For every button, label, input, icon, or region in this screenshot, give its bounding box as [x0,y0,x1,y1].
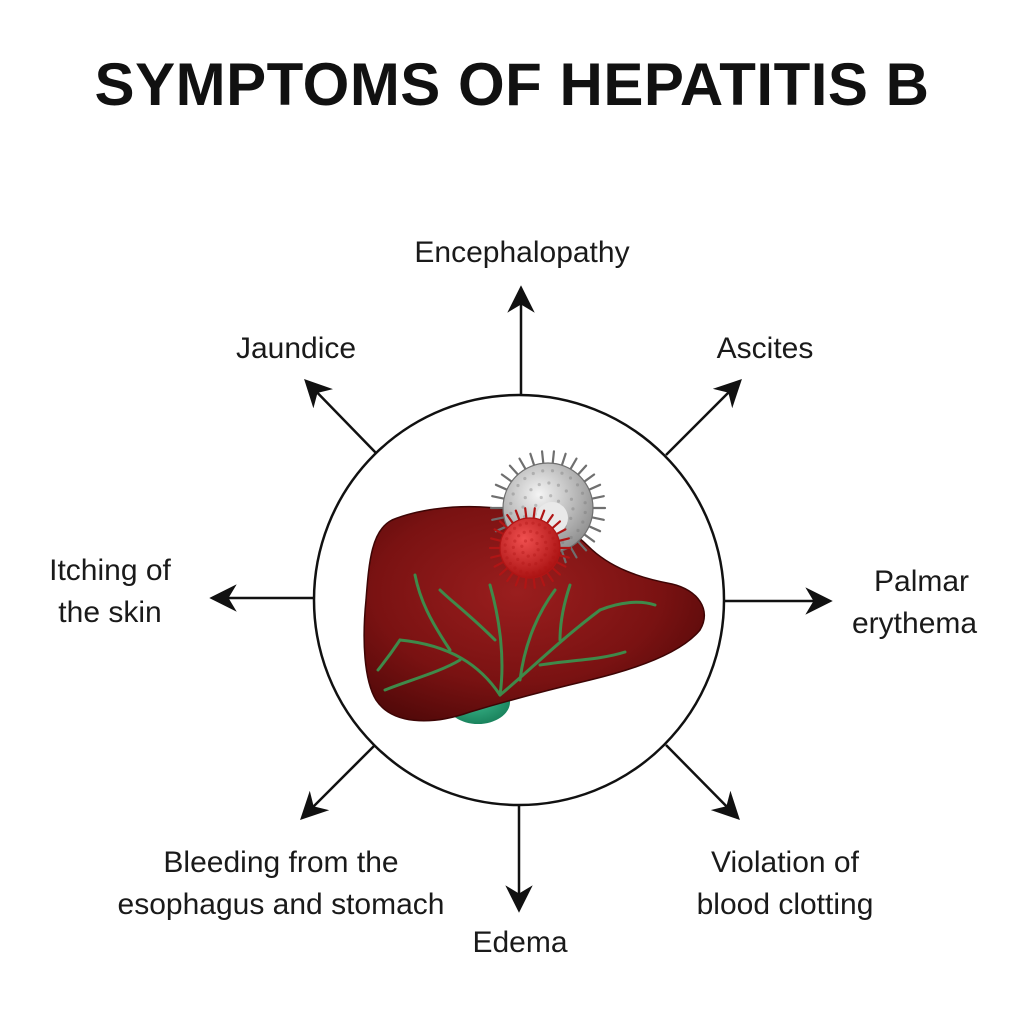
label-itching: Itching of the skin [30,550,190,634]
label-bleeding-line1: Bleeding from the [163,846,399,879]
arrow-top-right [665,379,742,456]
label-blood-clotting: Violation of blood clotting [670,842,900,926]
label-edema: Edema [472,926,568,959]
label-bleeding: Bleeding from the esophagus and stomach [96,842,466,926]
arrow-bottom-right [665,744,740,820]
vessels [376,573,657,697]
label-palmar-erythema: Palmar erythema [852,561,1012,645]
label-clotting-line1: Violation of [711,846,859,879]
label-palmar-line2: erythema [852,607,978,640]
arrow-bottom-left [300,745,375,820]
page-title: SYMPTOMS OF HEPATITIS B [94,51,930,118]
virus-red [488,507,572,589]
label-itching-line1: Itching of [49,554,171,587]
arrows [209,285,833,913]
label-encephalopathy: Encephalopathy [414,236,630,269]
label-itching-line2: the skin [58,596,162,629]
arrow-top-left [304,379,377,454]
label-ascites: Ascites [716,332,814,365]
label-palmar-line1: Palmar [874,565,970,598]
label-clotting-line2: blood clotting [696,888,874,921]
label-jaundice: Jaundice [235,332,357,365]
label-bleeding-line2: esophagus and stomach [117,888,445,921]
